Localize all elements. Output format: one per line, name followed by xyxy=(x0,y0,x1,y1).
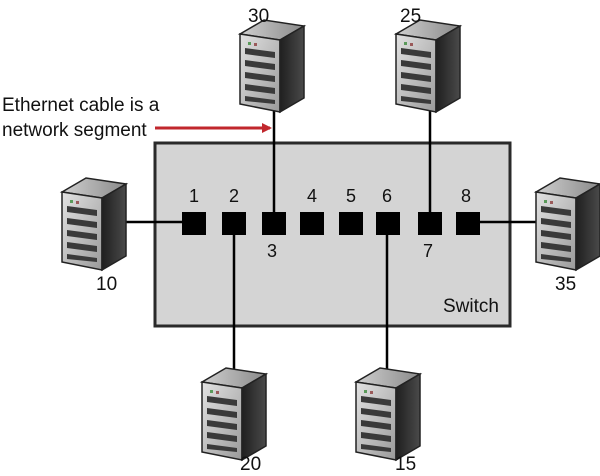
port-label-3: 3 xyxy=(267,241,277,261)
port-3 xyxy=(262,212,286,235)
server-10 xyxy=(61,177,127,271)
port-label-7: 7 xyxy=(423,241,433,261)
server-label-25: 25 xyxy=(400,6,421,27)
port-label-5: 5 xyxy=(346,186,356,206)
server-label-20: 20 xyxy=(240,454,261,475)
server-label-30: 30 xyxy=(248,6,269,27)
cables xyxy=(126,110,540,370)
port-6 xyxy=(376,212,400,235)
server-25 xyxy=(395,19,461,113)
port-2 xyxy=(222,212,246,235)
port-label-2: 2 xyxy=(229,186,239,206)
port-labels: 1 2 3 4 5 6 7 8 xyxy=(189,186,471,261)
port-7 xyxy=(418,212,442,235)
server-label-15: 15 xyxy=(395,454,416,475)
annotation-line-2: network segment xyxy=(2,120,147,141)
server-20 xyxy=(201,367,267,461)
port-8 xyxy=(456,212,480,235)
server-35 xyxy=(535,177,600,271)
server-label-10: 10 xyxy=(96,274,117,295)
server-15 xyxy=(355,367,421,461)
server-label-35: 35 xyxy=(555,274,576,295)
annotation-line-1: Ethernet cable is a xyxy=(2,95,160,116)
port-5 xyxy=(339,212,363,235)
port-label-8: 8 xyxy=(461,186,471,206)
switch-body xyxy=(153,141,512,328)
port-label-4: 4 xyxy=(307,186,317,206)
port-label-6: 6 xyxy=(382,186,392,206)
port-1 xyxy=(182,212,206,235)
port-label-1: 1 xyxy=(189,186,199,206)
switch-label: Switch xyxy=(443,296,499,317)
port-4 xyxy=(300,212,324,235)
server-30 xyxy=(239,19,305,113)
ports xyxy=(182,212,480,235)
